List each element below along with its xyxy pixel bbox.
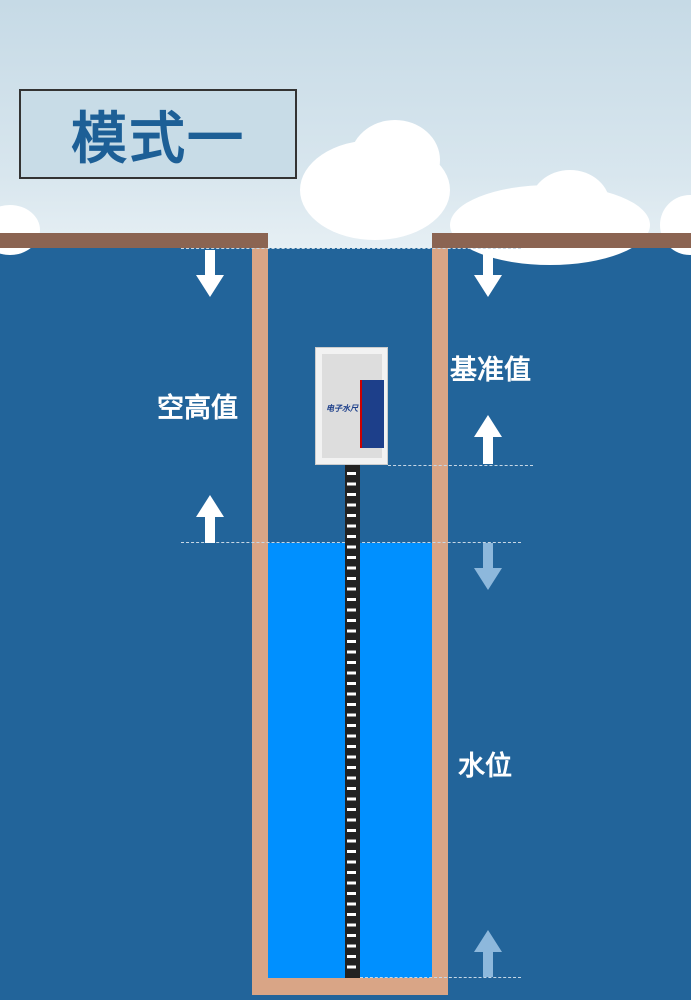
arrow-up-icon [196,495,224,543]
gauge-tick [347,724,356,727]
device-logo: 电子水尺 [326,404,358,413]
gauge-tick [347,913,356,916]
gauge-tick [347,482,356,486]
gauge-tick [347,619,356,622]
gauge-tick [347,682,356,685]
gauge-tick [347,745,356,748]
ground-right [432,233,691,248]
gauge-tick [347,755,356,759]
ground-line [181,248,521,249]
gauge-tick [347,944,356,948]
well-bottom [252,978,448,995]
gauge-tick [347,818,356,822]
gauge-tick [347,671,356,675]
gauge-tick [347,955,356,958]
well-wall-right [432,248,448,995]
gauge-tick [347,965,356,969]
gauge-tick [347,545,356,549]
gauge-tick [347,808,356,811]
arrow-down-icon [474,250,502,297]
gauge-tick [347,734,356,738]
gauge-tick [347,650,356,654]
gauge-tick [347,608,356,612]
gauge-tick [347,661,356,664]
gauge-tick [347,524,356,528]
gauge-tick [347,787,356,790]
gauge-tick [347,556,356,559]
gauge-tick [347,902,356,906]
arrow-down-icon [196,250,224,297]
gauge-tick [347,839,356,843]
gauge-tick [347,713,356,717]
gauge-tick [347,640,356,643]
gauge-tick [347,535,356,538]
mode-title: 模式一 [19,89,297,179]
gauge-tick [347,703,356,706]
gauge-tick [347,923,356,927]
arrow-up-icon [474,415,502,464]
gauge-tick [347,577,356,580]
cloud [350,120,440,200]
gauge-tick [347,829,356,832]
sky-background [0,0,691,265]
gauge-tick [347,503,356,507]
gauge-tick [347,776,356,780]
water-gauge-rod [345,465,360,978]
bottom-line [360,977,521,978]
gauge-tick [347,881,356,885]
reference-line [388,465,533,466]
water-gauge-device: 电子水尺 [315,347,388,465]
gauge-tick [347,514,356,517]
gauge-tick [347,871,356,874]
gauge-tick [347,566,356,570]
gauge-tick [347,892,356,895]
ground-left [0,233,268,248]
gauge-tick [347,860,356,864]
well-wall-left [252,248,268,995]
cloud [530,170,610,240]
gauge-tick [347,472,356,475]
gauge-tick [347,493,356,496]
water-level-label: 水位 [458,751,512,782]
arrow-up-icon [474,930,502,977]
gauge-tick [347,692,356,696]
gauge-tick [347,850,356,853]
gauge-tick [347,766,356,769]
device-panel [360,380,384,448]
gauge-tick [347,934,356,937]
reference-label: 基准值 [450,355,531,386]
gauge-tick [347,797,356,801]
gauge-tick [347,587,356,591]
arrow-down-icon [474,543,502,590]
air-height-label: 空高值 [157,393,238,424]
gauge-tick [347,598,356,601]
gauge-tick [347,629,356,633]
